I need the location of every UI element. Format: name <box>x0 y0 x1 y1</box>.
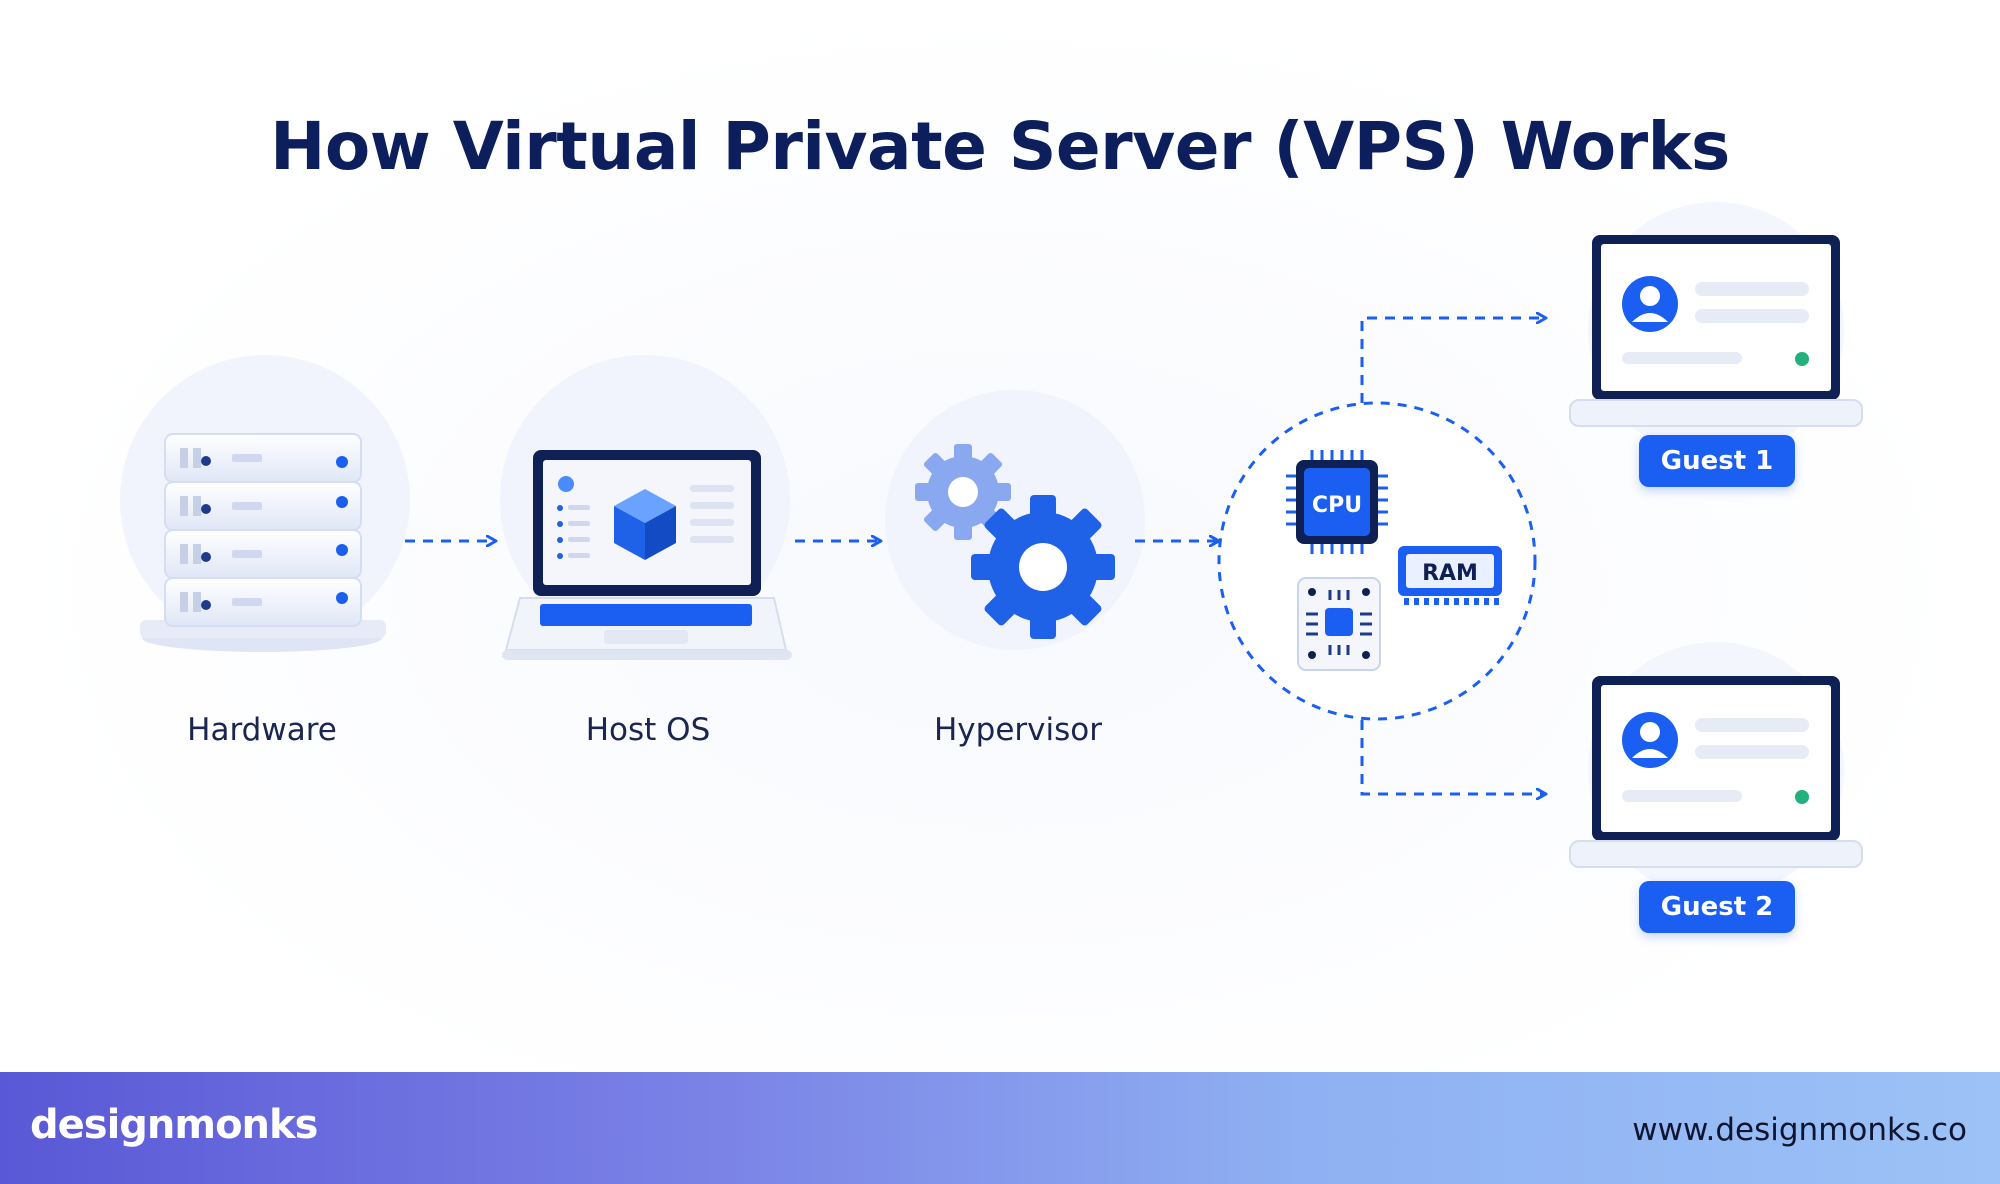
hypervisor-label: Hypervisor <box>934 712 1102 748</box>
cpu-chip-icon <box>1286 450 1388 554</box>
guest2-laptop-icon <box>1569 676 1863 868</box>
small-gear-icon <box>915 444 1011 540</box>
ram-label: RAM <box>1422 561 1478 586</box>
footer-bar <box>0 1072 2000 1184</box>
guest2-status-dot <box>1795 790 1809 804</box>
ram-module-icon <box>1398 546 1502 605</box>
storage-chip-icon <box>1297 577 1381 671</box>
guest2-user-icon <box>1622 712 1678 768</box>
guest2-badge: Guest 2 <box>1639 881 1795 933</box>
hardware-label: Hardware <box>187 712 337 748</box>
host-laptop-icon <box>502 450 792 660</box>
guest1-user-icon <box>1622 276 1678 332</box>
server-rack-icon <box>140 433 386 652</box>
guest1-laptop-icon <box>1569 235 1863 427</box>
diagram-artwork: CPU RAM <box>120 202 1863 898</box>
diagram-title: How Virtual Private Server (VPS) Works <box>270 108 1730 185</box>
cpu-label: CPU <box>1312 493 1362 518</box>
large-gear-icon <box>971 495 1115 639</box>
host-os-label: Host OS <box>585 712 711 748</box>
website-url: www.designmonks.co <box>1632 1112 1967 1148</box>
arrow-to-guest2 <box>1360 720 1545 794</box>
gears-icon <box>915 444 1115 639</box>
arrow-to-guest1 <box>1360 318 1545 403</box>
virtual-cube-icon <box>614 489 676 560</box>
brand-logo: designmonks <box>30 1102 318 1148</box>
guest1-status-dot <box>1795 352 1809 366</box>
guest1-badge: Guest 1 <box>1639 435 1795 487</box>
